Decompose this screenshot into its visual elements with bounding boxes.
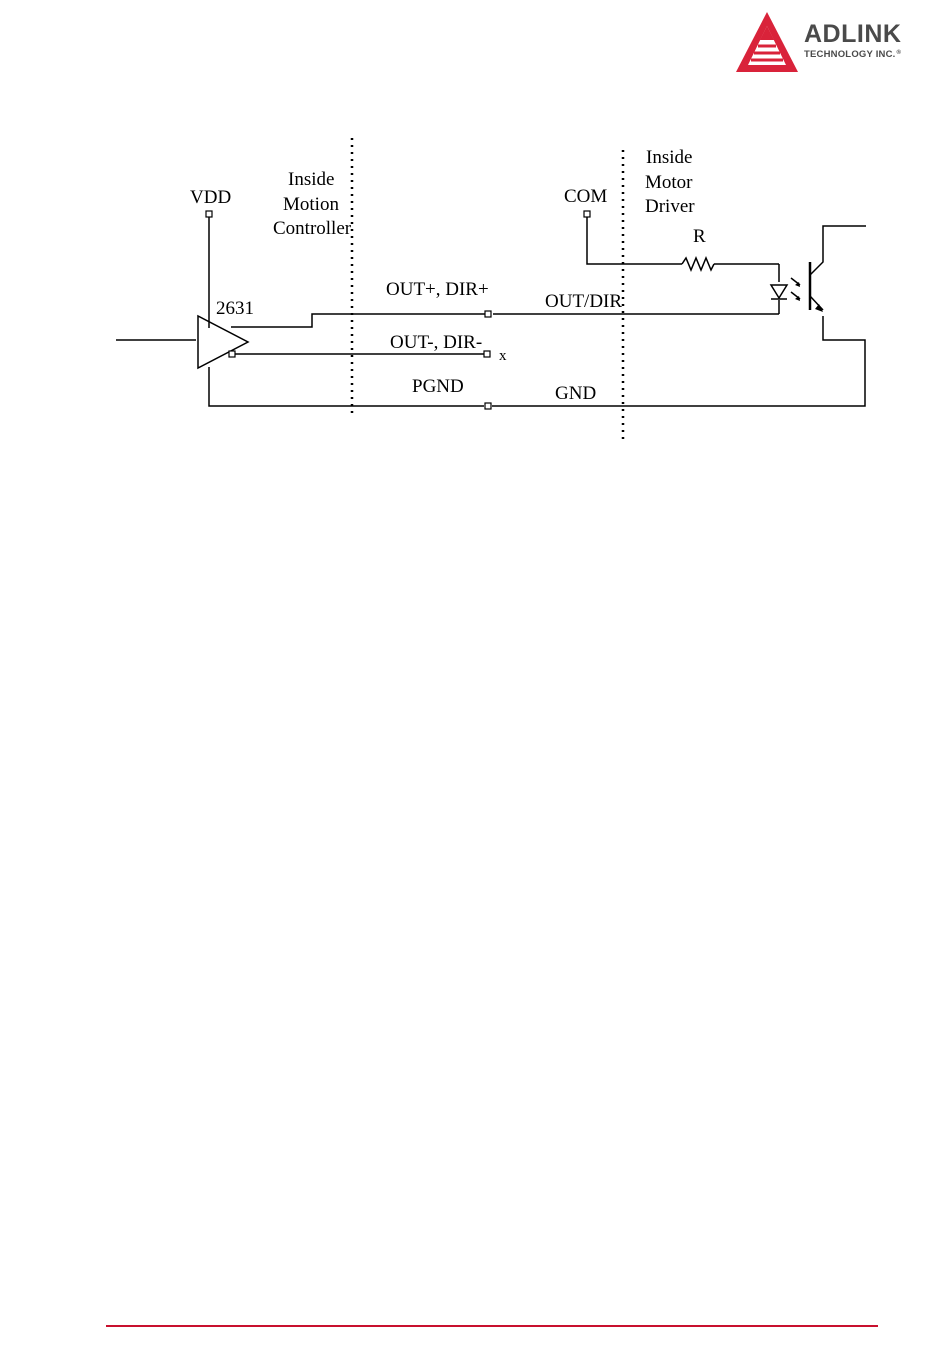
- out-plus-wire: [231, 314, 485, 327]
- com-terminal: [584, 211, 590, 217]
- led-icon: [771, 285, 787, 298]
- driver-zone-label-line-2: Motor: [645, 172, 693, 193]
- out-plus-label: OUT+, DIR+: [386, 279, 489, 300]
- controller-zone-label-line-1: Inside: [288, 169, 334, 190]
- phototransistor-collector: [810, 226, 866, 275]
- out-minus-terminal: [484, 351, 490, 357]
- no-connect-label: x: [499, 348, 507, 364]
- driver-zone-label-line-1: Inside: [646, 147, 692, 168]
- resistor-label: R: [693, 226, 706, 247]
- driver-output-bubble: [229, 351, 235, 357]
- out-plus-terminal: [485, 311, 491, 317]
- com-label: COM: [564, 186, 607, 207]
- driver-zone-label-line-3: Driver: [645, 196, 695, 217]
- vdd-label: VDD: [190, 187, 231, 208]
- ground-wire-driver: [492, 316, 865, 406]
- chip-label: 2631: [216, 298, 254, 319]
- resistor-r: [682, 258, 714, 270]
- vdd-terminal: [206, 211, 212, 217]
- footer-divider: [106, 1325, 878, 1327]
- out-dir-label: OUT/DIR: [545, 291, 622, 312]
- controller-zone-label-line-3: Controller: [273, 218, 352, 239]
- com-wire: [587, 217, 682, 264]
- pulse-output-circuit-diagram: VDD 2631 Inside Motion Controller Inside…: [0, 0, 950, 470]
- controller-zone-label-line-2: Motion: [283, 194, 339, 215]
- gnd-label: GND: [555, 383, 596, 404]
- pgnd-terminal: [485, 403, 491, 409]
- line-driver-2631: [198, 316, 248, 368]
- out-minus-label: OUT-, DIR-: [390, 332, 482, 353]
- pgnd-label: PGND: [412, 376, 464, 397]
